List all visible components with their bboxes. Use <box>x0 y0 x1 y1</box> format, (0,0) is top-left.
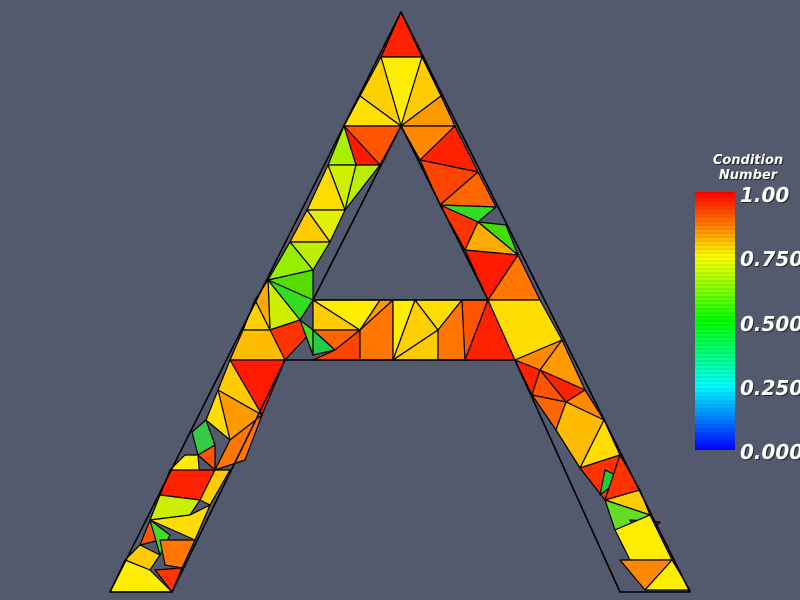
mesh-triangle <box>380 11 423 58</box>
legend-tick-025: 0.250 <box>740 376 800 400</box>
legend-tick-075: 0.750 <box>740 247 800 271</box>
legend-title-line2: Number <box>718 168 778 183</box>
mesh-triangle <box>199 469 231 506</box>
legend-tick-050: 0.500 <box>740 312 800 336</box>
mesh-triangle <box>197 444 216 471</box>
legend-tick-min: 0.000 <box>740 440 800 464</box>
legend-title: Condition Number <box>700 153 796 183</box>
mesh-triangle <box>205 389 231 441</box>
letter-a-outline <box>109 11 691 593</box>
color-scale-bar <box>695 192 735 450</box>
mesh-triangle <box>214 414 263 471</box>
legend-title-line1: Condition <box>712 153 784 168</box>
mesh-triangle <box>344 164 381 211</box>
letter-a-triangle-mesh <box>109 11 691 593</box>
mesh-triangle <box>149 504 211 541</box>
legend-tick-max: 1.00 <box>740 183 790 207</box>
